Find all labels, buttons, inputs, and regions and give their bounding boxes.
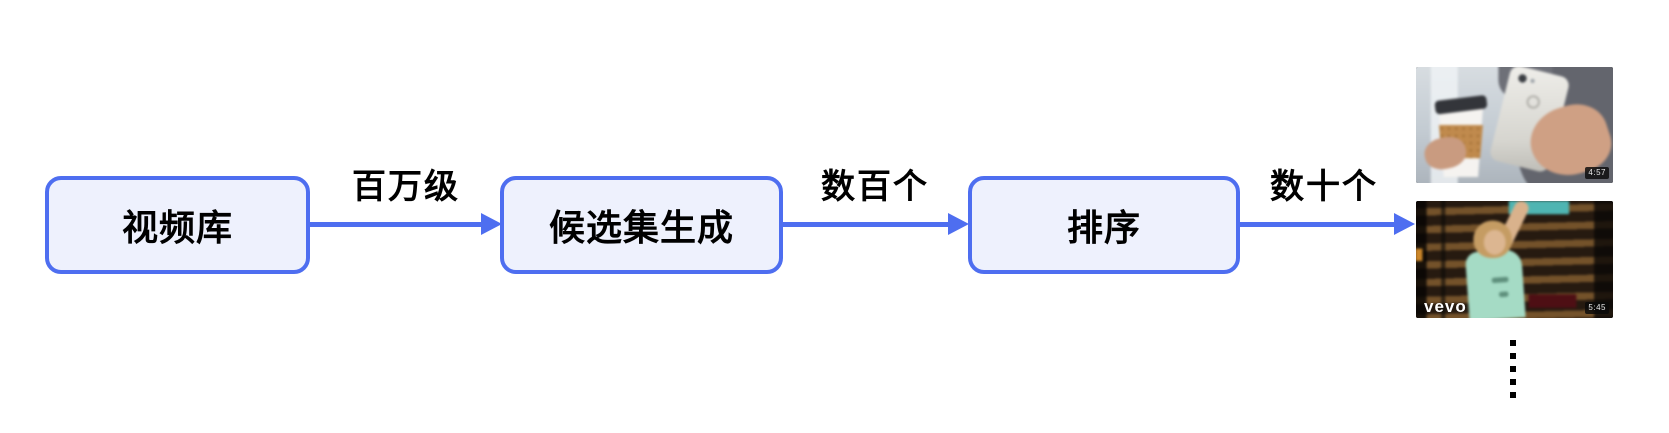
arrowhead-candidates-to-ranking-icon [948,213,969,235]
arrow-candidates-to-ranking [783,222,949,227]
vertical-ellipsis-icon [1510,340,1516,398]
video-thumbnail-phone-coffee: 4:57 [1416,67,1613,183]
node-ranking: 排序 [968,176,1240,274]
edge-label-hundreds: 数百个 [821,168,929,206]
video-thumbnail-vevo: vevo 5:45 [1416,201,1613,318]
arrowhead-ranking-to-results-icon [1394,213,1415,235]
video-duration-badge: 4:57 [1585,167,1609,179]
edge-label-dozens: 数十个 [1270,168,1378,206]
node-candidate-generation: 候选集生成 [500,176,783,274]
node-video-library: 视频库 [45,176,310,274]
node-ranking-label: 排序 [1066,207,1141,248]
arrow-library-to-candidates [310,222,482,227]
arrowhead-library-to-candidates-icon [481,213,502,235]
edge-label-millions: 百万级 [352,168,460,206]
phone-and-coffee-thumbnail-icon [1416,67,1613,183]
node-candidate-generation-label: 候选集生成 [548,207,734,248]
arrow-ranking-to-results [1240,222,1395,227]
vevo-music-video-thumbnail-icon [1416,201,1613,318]
node-video-library-label: 视频库 [121,207,233,248]
vevo-logo: vevo [1424,297,1467,316]
video-duration-badge: 5:45 [1585,302,1609,314]
